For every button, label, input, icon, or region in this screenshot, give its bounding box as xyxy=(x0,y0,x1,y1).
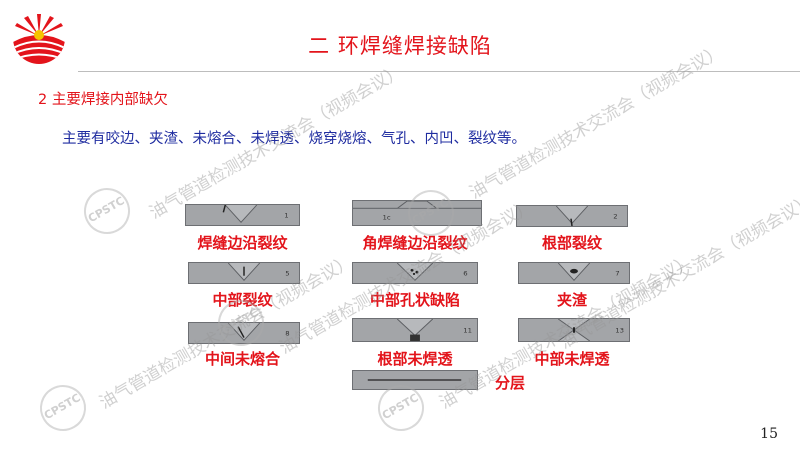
page-number: 15 xyxy=(760,426,778,442)
section-heading: 2 主要焊接内部缺欠 xyxy=(38,92,168,108)
specimen-image-edge-crack: 1 xyxy=(185,204,300,226)
specimen-image-porosity: 6 xyxy=(352,262,478,284)
slide-title: 二 环焊缝焊接缺陷 xyxy=(308,34,492,58)
svg-text:5: 5 xyxy=(285,270,289,278)
watermark-badge-icon: CPSTC xyxy=(31,376,95,440)
company-logo-icon xyxy=(13,12,65,64)
watermark-badge-icon: CPSTC xyxy=(75,179,139,243)
defect-label: 根部未焊透 xyxy=(377,350,453,368)
specimen-mark: 1 xyxy=(284,212,288,220)
svg-text:11: 11 xyxy=(463,327,472,335)
svg-text:1c: 1c xyxy=(383,214,392,222)
specimen-image-root-crack: 2 xyxy=(516,205,628,227)
defect-label: 中部未焊透 xyxy=(534,350,610,368)
defect-label: 夹渣 xyxy=(556,291,587,309)
svg-text:6: 6 xyxy=(463,270,467,278)
defect-label: 根部裂纹 xyxy=(541,234,602,252)
specimen-image-fillet-crack: 1c xyxy=(352,200,482,226)
title-divider xyxy=(78,71,800,72)
defect-label: 中部孔状缺陷 xyxy=(369,291,460,309)
watermark-text: 油气管道检测技术交流会（视频会议） xyxy=(466,41,727,204)
specimen-image-root-lack-of-penetration: 11 xyxy=(352,318,478,342)
specimen-image-lamination xyxy=(352,370,478,390)
svg-text:13: 13 xyxy=(615,327,624,335)
defect-label: 中部裂纹 xyxy=(212,291,273,309)
specimen-image-center-lack-of-penetration: 13 xyxy=(518,318,630,342)
specimen-image-slag: 7 xyxy=(518,262,630,284)
defect-description: 主要有咬边、夹渣、未熔合、未焊透、烧穿烧熔、气孔、内凹、裂纹等。 xyxy=(62,131,526,147)
svg-text:2: 2 xyxy=(613,213,617,221)
defect-label: 中间未熔合 xyxy=(204,350,280,368)
svg-text:7: 7 xyxy=(615,270,619,278)
defect-label: 分层 xyxy=(495,374,526,392)
defect-label: 角焊缝边沿裂纹 xyxy=(362,234,468,252)
specimen-image-lack-of-fusion: 8 xyxy=(188,322,300,344)
defect-label: 焊缝边沿裂纹 xyxy=(197,234,288,252)
svg-text:8: 8 xyxy=(285,330,289,338)
specimen-image-center-crack: 5 xyxy=(188,262,300,284)
